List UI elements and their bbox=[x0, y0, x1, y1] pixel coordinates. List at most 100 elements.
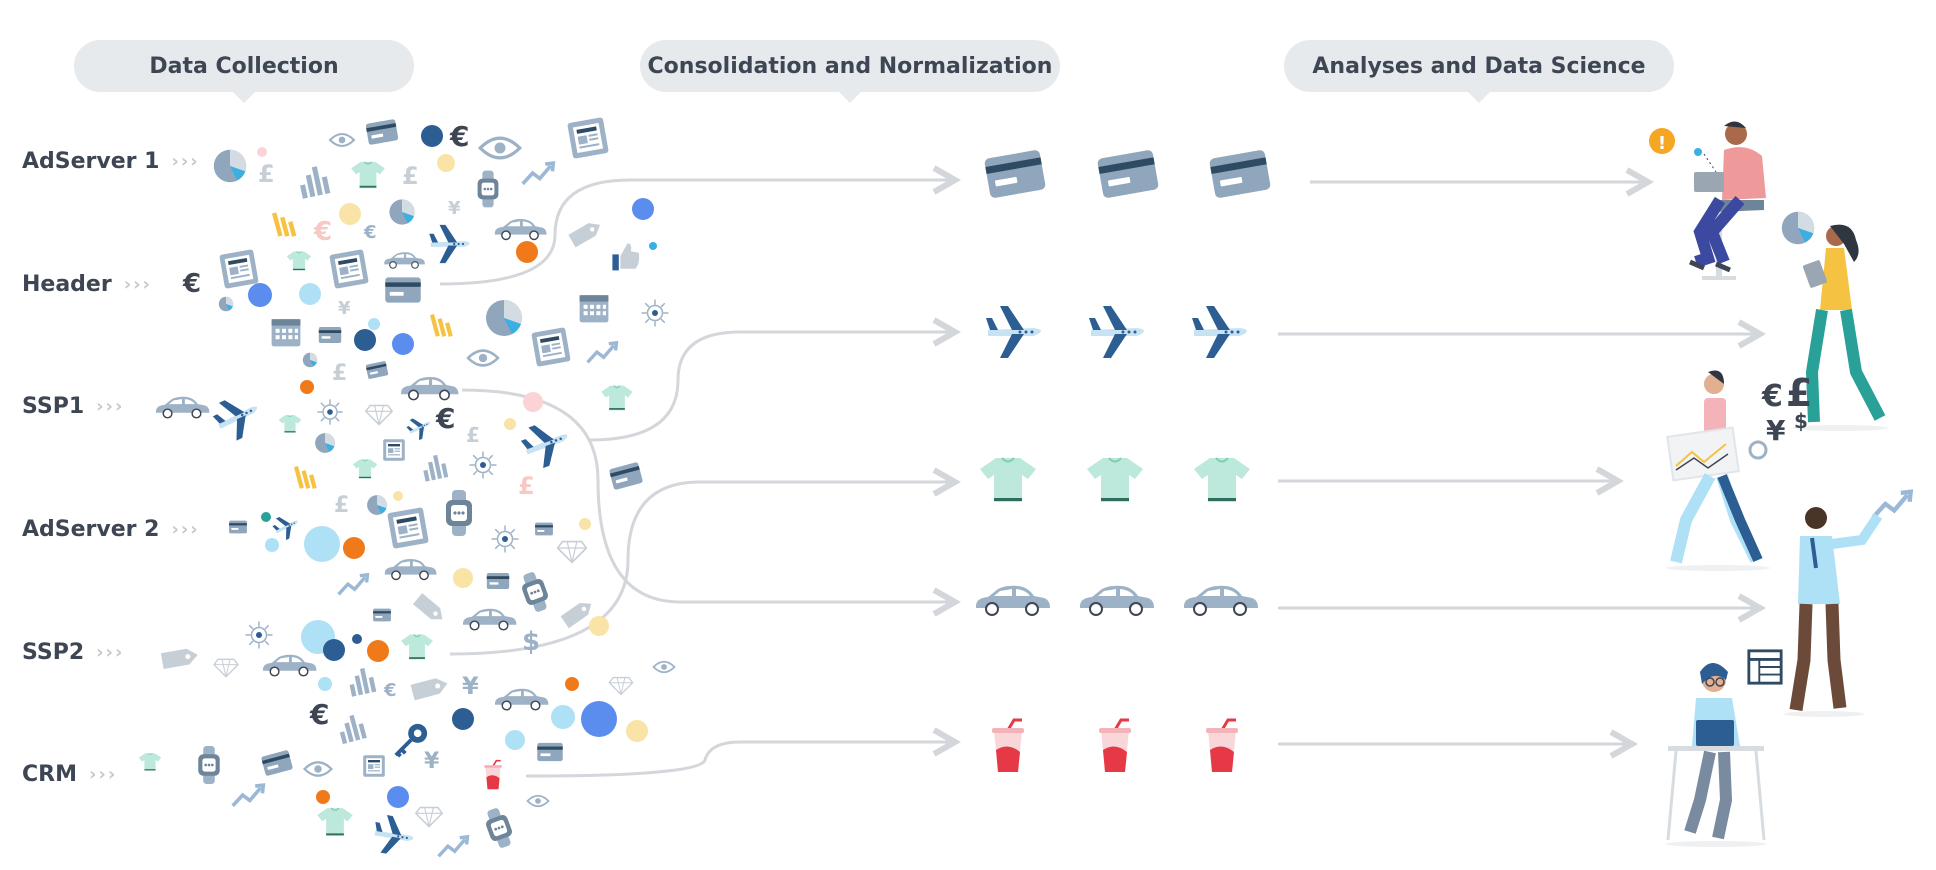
bar-chart-yellow-icon bbox=[293, 466, 317, 489]
car-icon bbox=[462, 608, 518, 631]
dot-dark-blue bbox=[354, 329, 376, 351]
euro-icon: € bbox=[182, 269, 201, 299]
euro-icon: € bbox=[383, 680, 397, 701]
dot-yellow bbox=[339, 203, 361, 225]
dot-cyan bbox=[649, 242, 657, 250]
euro-icon: € bbox=[449, 120, 469, 153]
virus-icon bbox=[468, 450, 498, 480]
source-ssp2: SSP2 ››› bbox=[22, 637, 124, 667]
pie-chart-icon bbox=[367, 495, 387, 515]
drink-cup-icon bbox=[1097, 718, 1133, 774]
credit-card-icon bbox=[385, 277, 421, 303]
euro-icon: € bbox=[313, 217, 332, 247]
dot-orange bbox=[316, 790, 330, 804]
tshirt-icon bbox=[316, 807, 354, 837]
dot-blue bbox=[387, 786, 409, 808]
trend-icon bbox=[336, 573, 370, 597]
newspaper-icon bbox=[383, 439, 405, 461]
pound-icon: £ bbox=[466, 423, 480, 447]
source-label: Header bbox=[22, 271, 112, 297]
tshirt-icon bbox=[979, 457, 1037, 503]
source-label: SSP1 bbox=[22, 393, 85, 419]
pound-icon: £ bbox=[332, 361, 347, 386]
credit-card-icon bbox=[1096, 149, 1160, 199]
analyst-laptop-stool: ! bbox=[1649, 121, 1766, 280]
tag-icon bbox=[412, 593, 448, 625]
pie-chart-icon bbox=[1781, 211, 1815, 245]
airplane-icon bbox=[1089, 306, 1144, 358]
drink-cup-icon bbox=[990, 718, 1026, 774]
thumbs-up-icon bbox=[612, 243, 640, 271]
dot-light-blue bbox=[304, 526, 340, 562]
source-label: AdServer 1 bbox=[22, 148, 160, 174]
eye-icon bbox=[478, 136, 522, 160]
normalized-row-cars bbox=[975, 584, 1259, 616]
dot-light-blue bbox=[505, 730, 525, 750]
watch-icon bbox=[517, 569, 553, 615]
euro-icon: € bbox=[309, 698, 329, 731]
eye-icon bbox=[328, 132, 356, 148]
dot-orange bbox=[565, 677, 579, 691]
credit-card-icon bbox=[229, 520, 247, 534]
credit-card-icon bbox=[260, 749, 294, 777]
tshirt-icon bbox=[278, 414, 302, 434]
yen-icon: ¥ bbox=[1766, 414, 1786, 447]
airplane-icon bbox=[517, 415, 576, 473]
normalized-row-planes bbox=[986, 306, 1247, 358]
tshirt-icon bbox=[350, 161, 386, 189]
table-view-icon bbox=[1747, 649, 1783, 685]
pie-chart-icon bbox=[218, 296, 234, 312]
dot-light-blue bbox=[265, 538, 279, 552]
dot-light-blue bbox=[551, 705, 575, 729]
credit-card-icon bbox=[365, 118, 399, 146]
watch-icon bbox=[481, 805, 517, 851]
pie-chart-icon bbox=[302, 352, 318, 368]
trend-icon bbox=[585, 341, 619, 365]
calendar-icon bbox=[579, 295, 609, 323]
trend-icon bbox=[230, 783, 266, 808]
watch-icon bbox=[198, 746, 220, 784]
airplane-icon bbox=[404, 412, 436, 443]
flow-line-tshirts bbox=[449, 482, 955, 656]
analyst-desk-laptop bbox=[1666, 649, 1783, 847]
airplane-icon bbox=[1192, 306, 1247, 358]
yen-icon: ¥ bbox=[462, 672, 479, 700]
eye-icon bbox=[303, 761, 333, 777]
newspaper-icon bbox=[531, 327, 571, 367]
credit-card-icon bbox=[486, 573, 510, 589]
dot-blue bbox=[581, 701, 617, 737]
source-header: Header ››› bbox=[22, 269, 152, 299]
flow-line-cars bbox=[461, 388, 955, 602]
normalized-row-cups bbox=[990, 718, 1240, 774]
tag-icon bbox=[410, 675, 450, 701]
bar-chart-yellow-icon bbox=[271, 212, 297, 237]
car-icon bbox=[155, 395, 211, 419]
pound-icon: £ bbox=[518, 472, 535, 500]
virus-icon bbox=[316, 398, 344, 426]
euro-icon: € bbox=[1761, 379, 1783, 414]
dot-yellow bbox=[504, 418, 516, 430]
car-icon bbox=[975, 584, 1051, 616]
dot-pink bbox=[257, 147, 267, 157]
drink-cup-icon bbox=[1204, 718, 1240, 774]
credit-card-icon bbox=[983, 149, 1047, 199]
newspaper-icon bbox=[363, 755, 385, 777]
watch-icon bbox=[446, 490, 472, 536]
pound-icon: £ bbox=[1786, 371, 1812, 415]
tshirt-icon bbox=[1086, 457, 1144, 503]
car-icon bbox=[384, 558, 438, 581]
airplane-icon bbox=[208, 389, 267, 446]
dot-blue bbox=[248, 283, 272, 307]
tshirt-icon bbox=[600, 385, 634, 411]
pie-chart-icon bbox=[389, 199, 415, 225]
car-icon bbox=[1183, 584, 1259, 616]
source-crm: CRM ››› bbox=[22, 759, 117, 789]
credit-card-icon bbox=[537, 742, 563, 762]
credit-card-icon bbox=[1208, 149, 1272, 199]
car-icon bbox=[494, 688, 550, 711]
newspaper-icon bbox=[567, 117, 609, 159]
dot-light-blue bbox=[299, 283, 321, 305]
diamond-icon bbox=[415, 806, 443, 828]
dot-pink bbox=[523, 392, 543, 412]
analyst-pointing-trend bbox=[1784, 492, 1911, 717]
